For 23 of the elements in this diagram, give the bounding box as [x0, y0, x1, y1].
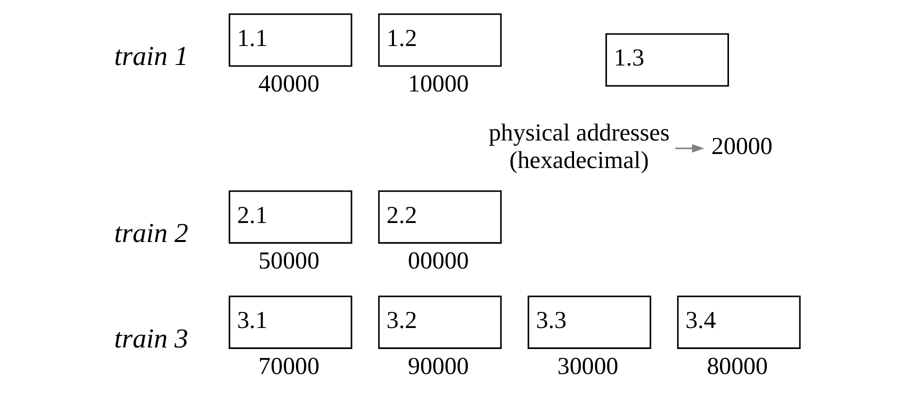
node-box: 1.1 — [228, 13, 352, 67]
label: train 1 — [114, 41, 188, 72]
node-box: 3.2 — [378, 296, 502, 349]
arrow — [675, 144, 704, 153]
node-label: 80000 — [706, 352, 768, 380]
node-label: 30000 — [557, 352, 618, 380]
node-box: 1.2 — [378, 13, 502, 67]
node-label: 10000 — [408, 70, 469, 98]
node-box: 3.4 — [677, 296, 801, 349]
node-box: 1.3 — [605, 33, 729, 87]
node-label: 90000 — [408, 352, 469, 380]
node-box: 2.2 — [378, 190, 502, 244]
node-label: 00000 — [408, 248, 469, 275]
node-box: 2.1 — [228, 190, 352, 244]
label: train 2 — [114, 218, 188, 248]
node-label: 70000 — [258, 352, 320, 380]
node-label: 50000 — [258, 248, 320, 275]
node-text: physical addresses (hexadecimal) — [488, 119, 670, 174]
label: train 3 — [114, 323, 188, 354]
node-box: 3.1 — [228, 296, 352, 349]
node-box: 3.3 — [528, 296, 652, 349]
node-label: 40000 — [258, 70, 320, 98]
node-text: 20000 — [711, 133, 772, 160]
